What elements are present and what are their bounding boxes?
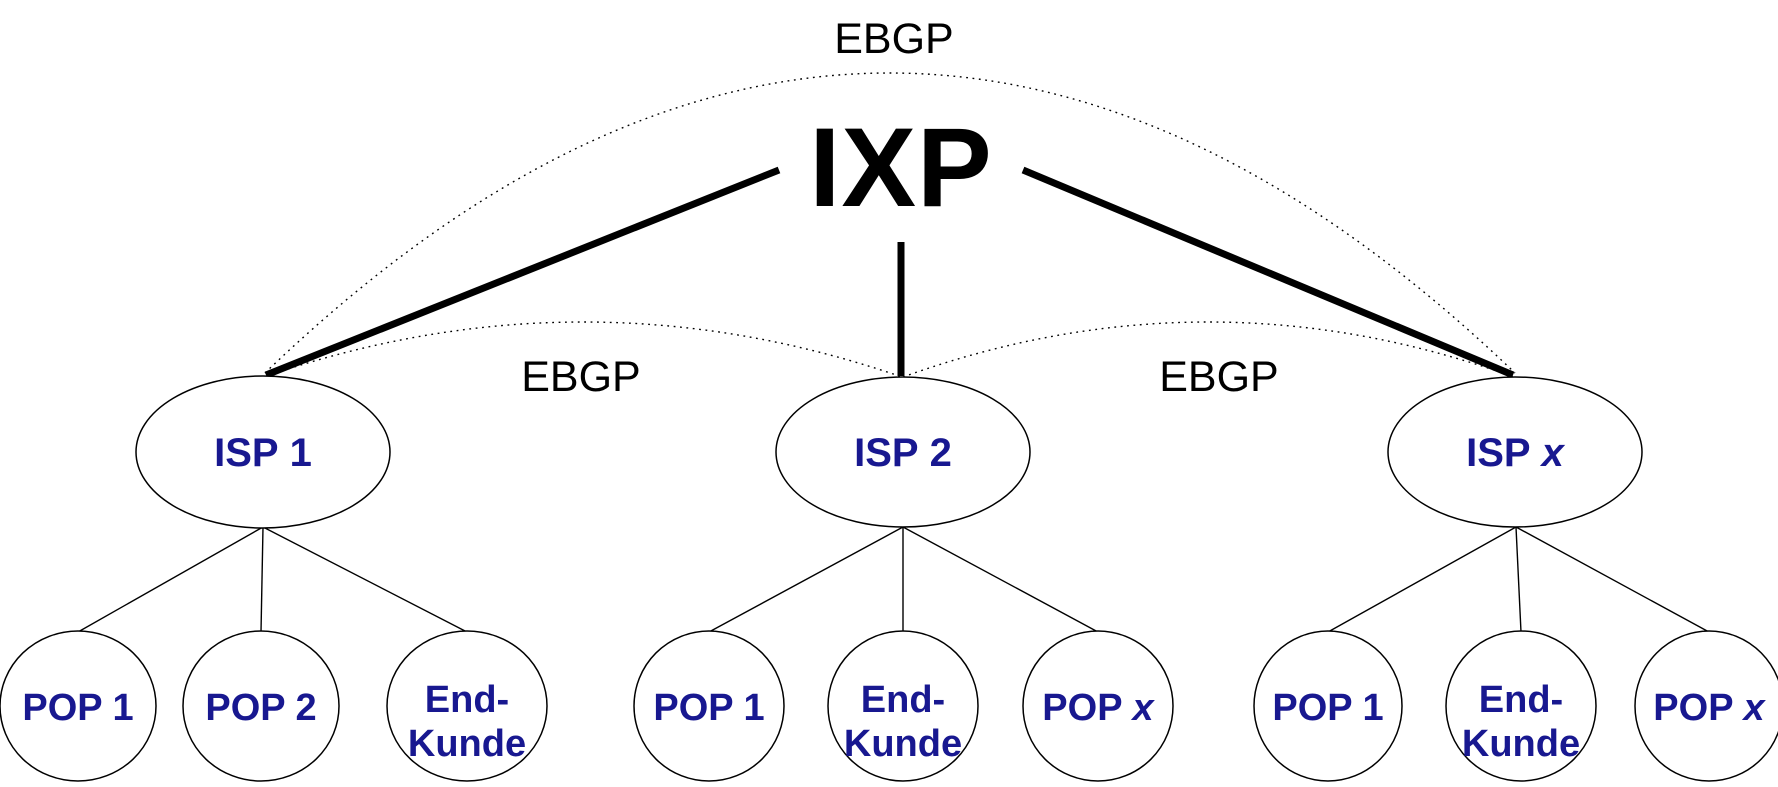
ispx-pop1-label: POP 1 xyxy=(1272,687,1383,729)
ispx-endkunde-node: End- Kunde xyxy=(1445,630,1597,782)
isp2-endkunde-circle xyxy=(827,630,979,782)
isp1-pop2-node: POP 2 xyxy=(182,630,340,782)
isp1-pop2-circle xyxy=(182,630,340,782)
isp-2-ellipse xyxy=(775,376,1031,528)
isp1-pop1-circle xyxy=(0,630,157,782)
isp1-endkunde-node: End- Kunde xyxy=(386,630,548,782)
ispx-pop1-node: POP 1 xyxy=(1253,630,1403,782)
ixp-link-isp1 xyxy=(264,166,781,379)
ebgp-arc-right xyxy=(902,321,1515,378)
isp1-pop2-label: POP 2 xyxy=(205,687,316,729)
ebgp-label-top: EBGP xyxy=(834,15,954,63)
ispx-endkunde-circle xyxy=(1445,630,1597,782)
ebgp-label-left: EBGP xyxy=(521,353,641,401)
isp1-endkunde-circle xyxy=(386,630,548,782)
ispx-pop1-circle xyxy=(1253,630,1403,782)
isp2-endkunde-node: End- Kunde xyxy=(827,630,979,782)
isp2-endkunde-label-line2: Kunde xyxy=(844,723,962,765)
isp2-link-pop1 xyxy=(708,526,904,633)
ispx-endkunde-label-line1: End- xyxy=(1479,679,1563,721)
isp1-link-endkunde xyxy=(262,526,468,633)
ispx-link-pop1 xyxy=(1327,526,1517,633)
isp1-pop1-label: POP 1 xyxy=(22,687,133,729)
isp2-pop1-circle xyxy=(633,630,785,782)
isp2-endkunde-label-line1: End- xyxy=(861,679,945,721)
isp2-pop1-node: POP 1 xyxy=(633,630,785,782)
ispx-popx-circle xyxy=(1634,630,1778,782)
isp1-link-pop2 xyxy=(260,526,264,633)
isp1-endkunde-label-line1: End- xyxy=(425,679,509,721)
isp-1-ellipse xyxy=(135,375,391,529)
isp1-link-pop1 xyxy=(77,526,264,633)
isp2-pop1-label: POP 1 xyxy=(653,687,764,729)
isp1-endkunde-label-line2: Kunde xyxy=(408,723,526,765)
ixp-link-ispx xyxy=(1021,166,1515,379)
ixp-label: IXP xyxy=(809,105,993,230)
ebgp-label-right: EBGP xyxy=(1159,353,1279,401)
ispx-link-popx xyxy=(1515,526,1710,633)
isp1-pop1-node: POP 1 xyxy=(0,630,157,782)
ispx-endkunde-label-line2: Kunde xyxy=(1462,723,1580,765)
isp-x-ellipse xyxy=(1387,376,1643,528)
isp2-popx-circle xyxy=(1022,630,1174,782)
isp2-link-popx xyxy=(902,526,1099,633)
ispx-link-endkunde xyxy=(1515,526,1522,633)
ebgp-arc-top xyxy=(264,72,1516,374)
